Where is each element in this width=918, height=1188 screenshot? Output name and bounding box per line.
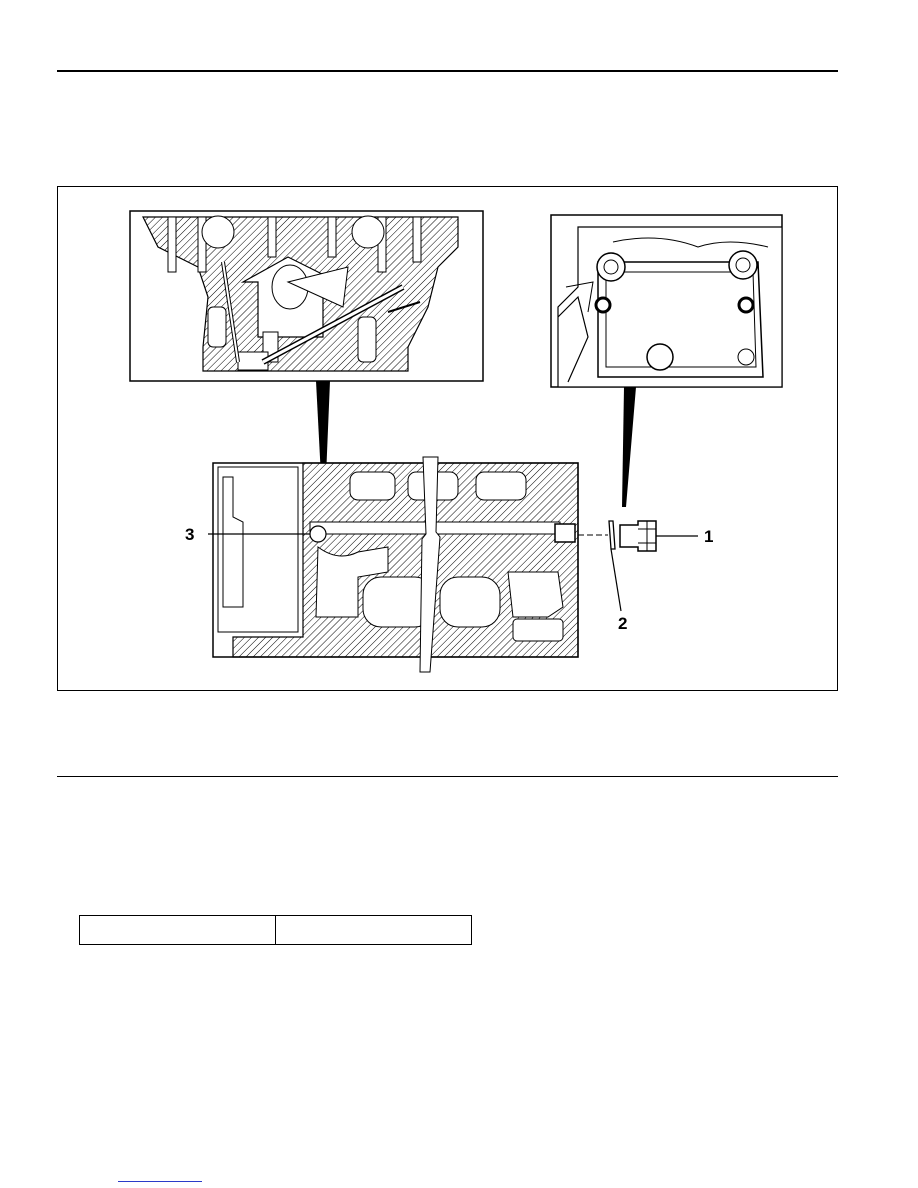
sealing-washer-icon [608, 520, 616, 550]
callout-1: 1 [704, 527, 713, 546]
engine-block-section-icon [212, 456, 579, 673]
footer-link[interactable] [118, 1181, 202, 1182]
plug-bolt-icon [619, 520, 657, 552]
spec-cell-left [80, 916, 275, 944]
engine-diagram: 1 2 3 [129, 210, 783, 673]
oil-gallery-detail-icon [129, 210, 484, 382]
callout-2: 2 [618, 614, 627, 633]
spec-cell-right [275, 916, 471, 944]
figure-frame: 1 2 3 [57, 186, 838, 691]
header-rule [57, 70, 838, 72]
callout-3: 3 [185, 525, 194, 544]
spec-table [79, 915, 472, 945]
section-rule [57, 776, 838, 777]
cover-plate-detail-icon [550, 214, 783, 388]
